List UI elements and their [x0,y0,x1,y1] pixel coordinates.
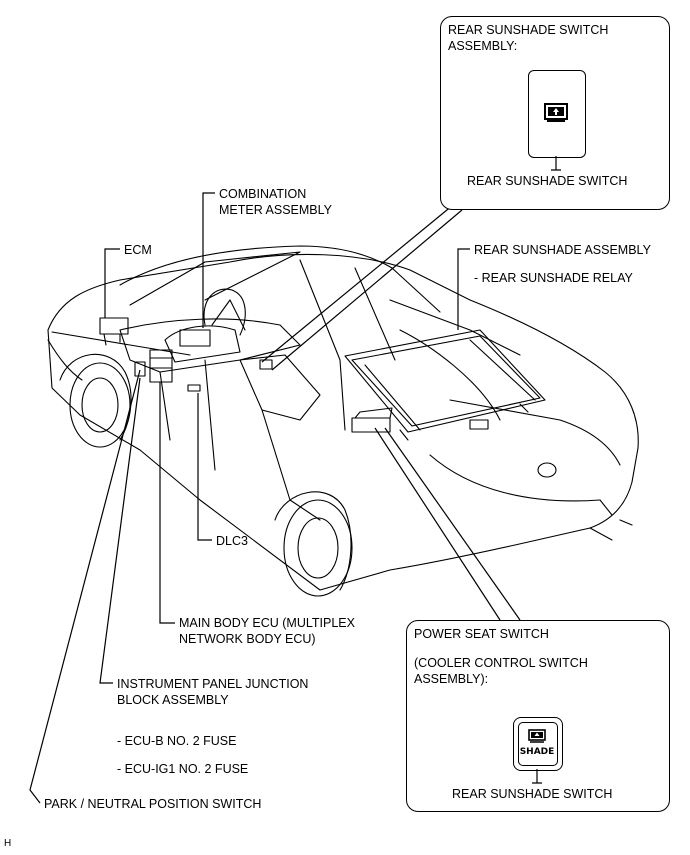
leader-combination [202,192,215,328]
dlc3-label: DLC3 [216,534,248,548]
switch-location [259,359,273,370]
leader-park-neutral [29,369,141,804]
main-body-ecu-label-2: NETWORK BODY ECU) [179,632,316,646]
leader-sunshade-assy [457,248,470,330]
rear-wheel [283,499,353,597]
leader-power-seat-b [384,427,521,621]
main-body-ecu-label-1: MAIN BODY ECU (MULTIPLEX [179,616,355,630]
rear-wheel-arch [274,491,352,591]
ip-junction-label-1: INSTRUMENT PANEL JUNCTION [117,677,309,691]
power-seat-sub-1: (COOLER CONTROL SWITCH [414,656,588,670]
sunshade-switch-icon [544,103,568,122]
shade-button-label: SHADE [519,747,555,757]
rear-sunshade-relay-label: - REAR SUNSHADE RELAY [474,271,633,285]
leader-rear-switch-b [271,209,463,371]
park-neutral-label: PARK / NEUTRAL POSITION SWITCH [44,797,262,811]
leader-ecm [104,248,120,318]
rear-switch-title-2: ASSEMBLY: [448,39,518,53]
leader-ip-junction [99,377,141,684]
combination-meter-label-2: METER ASSEMBLY [219,203,332,217]
dlc3-connector [187,384,201,392]
ecu-b-fuse-label: - ECU-B NO. 2 FUSE [117,734,237,748]
center-console [239,354,321,421]
power-seat-switch-box [406,620,670,812]
figure-code: H [4,838,12,849]
combination-meter-label-1: COMBINATION [219,187,307,201]
rear-switch-title-1: REAR SUNSHADE SWITCH [448,23,609,37]
leader-main-ecu [159,382,175,624]
leader-power-seat-a [374,427,501,621]
dashboard [119,318,301,373]
leader-dlc3 [197,393,212,541]
rear-sunshade-assembly-label: REAR SUNSHADE ASSEMBLY [474,243,651,257]
front-wheel [69,362,131,448]
ip-junction-label-2: BLOCK ASSEMBLY [117,693,229,707]
rear-switch-caption: REAR SUNSHADE SWITCH [467,174,628,188]
ecu-ig1-fuse-label: - ECU-IG1 NO. 2 FUSE [117,762,249,776]
power-seat-sub-2: ASSEMBLY): [414,672,489,686]
power-seat-title: POWER SEAT SWITCH [414,627,549,641]
leader-rear-switch-a [261,204,454,363]
combination-meter [179,329,211,347]
roof-line [119,245,441,313]
ecm-unit [99,317,129,335]
windshield [129,251,301,306]
shade-button-icon [528,729,546,743]
rear-deck [389,299,521,421]
emblem [537,462,557,478]
junction-block [149,349,173,383]
ecm-label: ECM [124,243,152,257]
sunshade-frame [344,329,546,433]
power-seat-caption: REAR SUNSHADE SWITCH [452,787,613,801]
hood [47,331,191,381]
car-body-outline [47,253,639,591]
steering-column [203,288,246,336]
trunk-lid [429,399,621,502]
power-seat-switch-location [351,417,391,433]
